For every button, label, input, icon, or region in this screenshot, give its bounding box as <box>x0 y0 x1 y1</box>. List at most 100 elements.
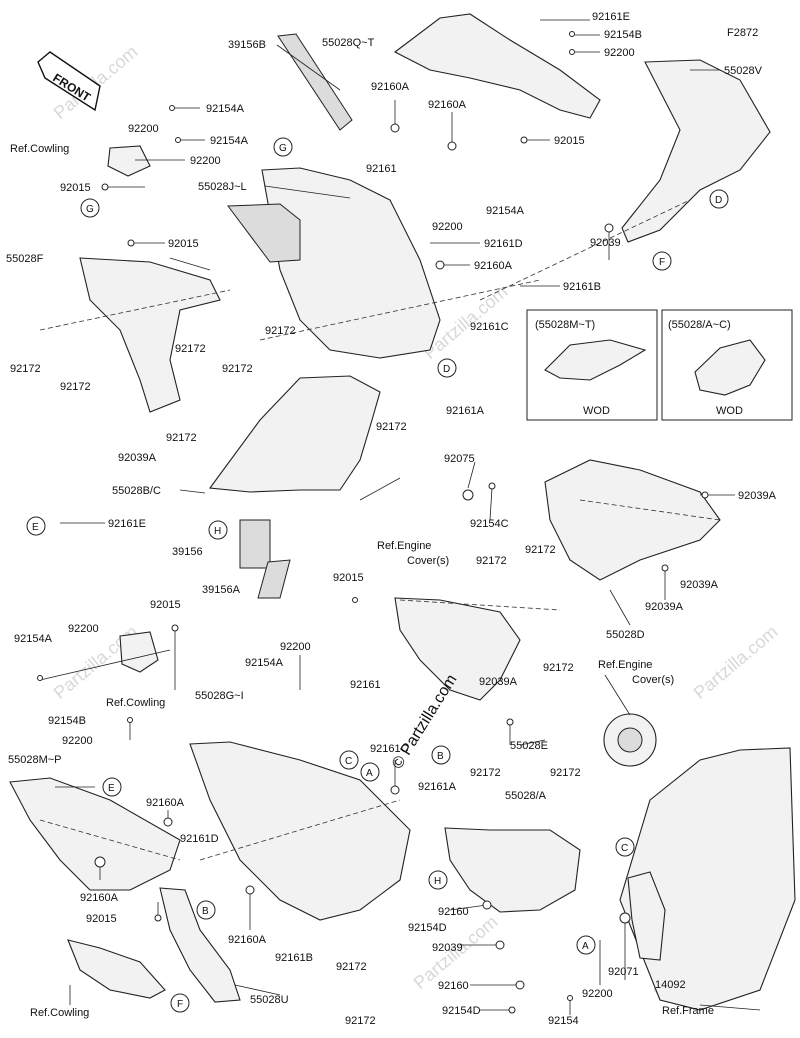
part-number-label: 92172 <box>345 1015 376 1027</box>
part-number-label: 92200 <box>604 47 635 59</box>
svg-text:E: E <box>108 783 115 794</box>
part-number-label: 92039A <box>680 579 719 591</box>
part-number-label: 92154C <box>470 518 509 530</box>
part-number-label: 92200 <box>582 988 613 1000</box>
part-number-label: Ref.Engine <box>598 659 652 671</box>
svg-text:A: A <box>582 941 589 952</box>
part-number-label: 92015 <box>150 599 181 611</box>
part-number-label: 92172 <box>60 381 91 393</box>
part-number-label: 92039A <box>479 676 518 688</box>
callout-h: H <box>208 520 228 540</box>
part-number-label: 92172 <box>10 363 41 375</box>
part-number-label: 92154A <box>210 135 249 147</box>
callout-f: F <box>652 251 672 271</box>
side-fairing-55028g-part <box>189 741 411 921</box>
svg-text:D: D <box>715 195 722 206</box>
callout-e: E <box>102 777 122 797</box>
part-number-label: 55028U <box>250 994 289 1006</box>
part-number-label: 92015 <box>554 135 585 147</box>
part-number-label: 92172 <box>470 767 501 779</box>
part-number-label: 55028D <box>606 629 645 641</box>
part-number-label: 92172 <box>476 555 507 567</box>
fasteners <box>37 31 709 1014</box>
part-number-label: Cover(s) <box>632 674 674 686</box>
inset-box-1-caption: WOD <box>583 405 610 417</box>
trim-55028u-part <box>159 887 241 1003</box>
part-number-label: 92200 <box>280 641 311 653</box>
part-number-label: Cover(s) <box>407 555 449 567</box>
upper-cowl-part <box>393 13 601 119</box>
part-number-label: 92015 <box>60 182 91 194</box>
callout-a: A <box>576 935 596 955</box>
callout-b: B <box>196 900 216 920</box>
part-number-label: 92161C <box>470 321 509 333</box>
part-number-label: 39156A <box>202 584 241 596</box>
part-number-label: 92039A <box>645 601 684 613</box>
svg-text:D: D <box>443 364 450 375</box>
part-number-label: 92154A <box>245 657 284 669</box>
watermark-text: Partzilla.com <box>690 622 782 704</box>
part-number-label: 92161 <box>366 163 397 175</box>
part-number-label: 92172 <box>550 767 581 779</box>
part-number-label: 92075 <box>444 453 475 465</box>
middle-cowl-part <box>208 375 381 493</box>
callout-e: E <box>26 516 46 536</box>
part-number-label: 92015 <box>168 238 199 250</box>
part-number-label: 92161E <box>592 11 630 23</box>
part-number-label: Ref.Frame <box>662 1005 714 1017</box>
inset-box-2-code: (55028/A~C) <box>668 319 731 331</box>
part-number-label: 55028/A <box>505 790 547 802</box>
part-number-label: 14092 <box>655 979 686 991</box>
diagram-code: F2872 <box>727 27 758 39</box>
part-number-label: 92154D <box>408 922 447 934</box>
callout-g: G <box>273 137 293 157</box>
inset-box-2: (55028/A~C) WOD <box>661 309 793 421</box>
part-number-label: 92160A <box>371 81 410 93</box>
part-number-label: 92161A <box>446 405 485 417</box>
callout-f: F <box>170 993 190 1013</box>
part-number-label: 55028M~P <box>8 754 62 766</box>
part-number-label: 92039 <box>432 942 463 954</box>
part-number-label: 55028F <box>6 253 44 265</box>
svg-text:F: F <box>659 257 665 268</box>
part-number-label: 55028E <box>510 740 548 752</box>
part-number-label: 55028B/C <box>112 485 161 497</box>
part-number-label: 92161 <box>350 679 381 691</box>
ref-cowling-bracket-upper <box>107 145 151 177</box>
callout-h: H <box>428 870 448 890</box>
svg-text:G: G <box>86 204 94 215</box>
callout-c: C <box>339 750 359 770</box>
callout-g: G <box>80 198 100 218</box>
under-cowl-55028a-part <box>444 827 581 913</box>
part-number-label: 92160A <box>228 934 267 946</box>
svg-text:B: B <box>437 751 444 762</box>
part-number-label: 55028Q~T <box>322 37 375 49</box>
part-number-label: 92161B <box>275 952 313 964</box>
part-number-label: 92160A <box>146 797 185 809</box>
part-number-label: 92154A <box>206 103 245 115</box>
part-number-label: 92172 <box>265 325 296 337</box>
svg-text:H: H <box>434 876 441 887</box>
inner-fairing-part <box>261 167 441 359</box>
lower-cowl-55028d-part <box>544 459 721 581</box>
part-number-label: 92160 <box>438 980 469 992</box>
engine-cover-hub <box>617 727 643 753</box>
pad-39156b-part <box>277 33 353 131</box>
part-number-label: 39156 <box>172 546 203 558</box>
inner-fairing-window <box>227 203 301 263</box>
part-number-label: Ref.Engine <box>377 540 431 552</box>
side-fairing-55028m-part <box>9 777 181 891</box>
inset-box-1-part <box>544 339 647 381</box>
part-labels: 92161E 92154B 92200 55028V 39156B 55028Q… <box>6 11 777 1027</box>
svg-text:C: C <box>345 756 352 767</box>
part-number-label: 92161B <box>563 281 601 293</box>
parts-shapes <box>9 13 796 1011</box>
part-number-label: 92015 <box>86 913 117 925</box>
side-panel-55028v-part <box>621 59 771 243</box>
part-number-label: 92161E <box>108 518 146 530</box>
callouts: G G D D F H E E C A B H B C A F <box>26 137 729 1013</box>
part-number-label: 92160 <box>438 906 469 918</box>
part-number-label: 92172 <box>222 363 253 375</box>
